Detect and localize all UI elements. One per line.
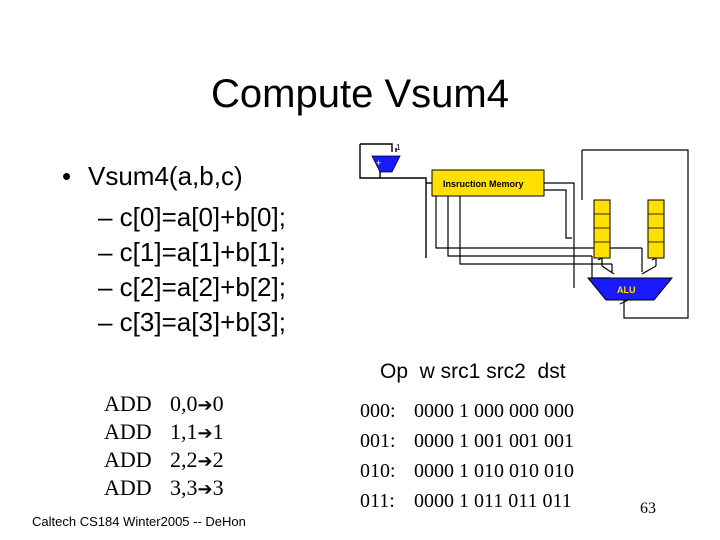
- add-row: ADD 2,2➔2: [104, 446, 224, 474]
- opcode-list: 000: 0000 1 000 000 000 001: 0000 1 001 00…: [360, 396, 574, 516]
- sub-bullet: – c[1]=a[1]+b[1];: [98, 237, 286, 267]
- add-dst: 2: [212, 447, 224, 472]
- arrow-right-icon: ➔: [197, 423, 213, 443]
- opcode-row: 011: 0000 1 011 011 011: [360, 486, 574, 516]
- add-op: ADD: [104, 475, 152, 500]
- instruction-memory-label: Insruction Memory: [443, 179, 524, 189]
- add-dst: 1: [212, 419, 224, 444]
- increment-label: 1: [396, 143, 401, 152]
- sub-bullet: – c[2]=a[2]+b[2];: [98, 272, 286, 302]
- add-op: ADD: [104, 391, 152, 416]
- opcode-address: 001:: [360, 430, 396, 452]
- opcode-row: 010: 0000 1 010 010 010: [360, 456, 574, 486]
- pc-loop-wires: [359, 143, 432, 258]
- adder-label: +: [376, 158, 381, 168]
- opcode-address: 000:: [360, 400, 396, 422]
- arrow-right-icon: ➔: [197, 451, 213, 471]
- arrow-right-icon: ➔: [197, 479, 213, 499]
- add-src: 1,1: [170, 419, 198, 444]
- page-number: 63: [640, 500, 656, 517]
- instruction-memory-block: [431, 169, 545, 197]
- main-bullet-text: Vsum4(a,b,c): [88, 161, 243, 191]
- add-row: ADD 1,1➔1: [104, 418, 224, 446]
- add-row: ADD 3,3➔3: [104, 474, 224, 502]
- main-bullet: • Vsum4(a,b,c): [62, 160, 243, 192]
- opcode-address: 011:: [360, 490, 395, 512]
- slide-title: Compute Vsum4: [211, 72, 509, 116]
- add-src: 2,2: [170, 447, 198, 472]
- sub-bullet: – c[3]=a[3]+b[3];: [98, 307, 286, 337]
- register-bank: [593, 199, 665, 259]
- datapath-diagram: + 1 Insruction Memory ALU: [359, 143, 689, 319]
- alu-block: [586, 277, 674, 301]
- sub-bullet-list: – c[0]=a[0]+b[0]; – c[1]=a[1]+b[1]; – c[…: [98, 200, 286, 340]
- sub-bullet: – c[0]=a[0]+b[0];: [98, 202, 286, 232]
- bullet-dot-icon: •: [62, 161, 72, 191]
- arrow-right-icon: ➔: [197, 395, 213, 415]
- opcode-header: Op w src1 src2 dst: [380, 360, 566, 383]
- adder-icon: [371, 155, 401, 173]
- add-src: 3,3: [170, 475, 198, 500]
- opcode-row: 000: 0000 1 000 000 000: [360, 396, 574, 426]
- add-src: 0,0: [170, 391, 198, 416]
- add-row: ADD 0,0➔0: [104, 390, 224, 418]
- add-op: ADD: [104, 419, 152, 444]
- add-op: ADD: [104, 447, 152, 472]
- opcode-bits: 0000 1 001 001 001: [414, 430, 574, 452]
- opcode-bits: 0000 1 011 011 011: [414, 490, 572, 512]
- opcode-row: 001: 0000 1 001 001 001: [360, 426, 574, 456]
- add-dst: 0: [212, 391, 224, 416]
- footer-text: Caltech CS184 Winter2005 -- DeHon: [32, 514, 246, 529]
- opcode-bits: 0000 1 010 010 010: [414, 460, 574, 482]
- alu-label: ALU: [617, 285, 636, 295]
- add-dst: 3: [212, 475, 224, 500]
- opcode-address: 010:: [360, 460, 396, 482]
- opcode-bits: 0000 1 000 000 000: [414, 400, 574, 422]
